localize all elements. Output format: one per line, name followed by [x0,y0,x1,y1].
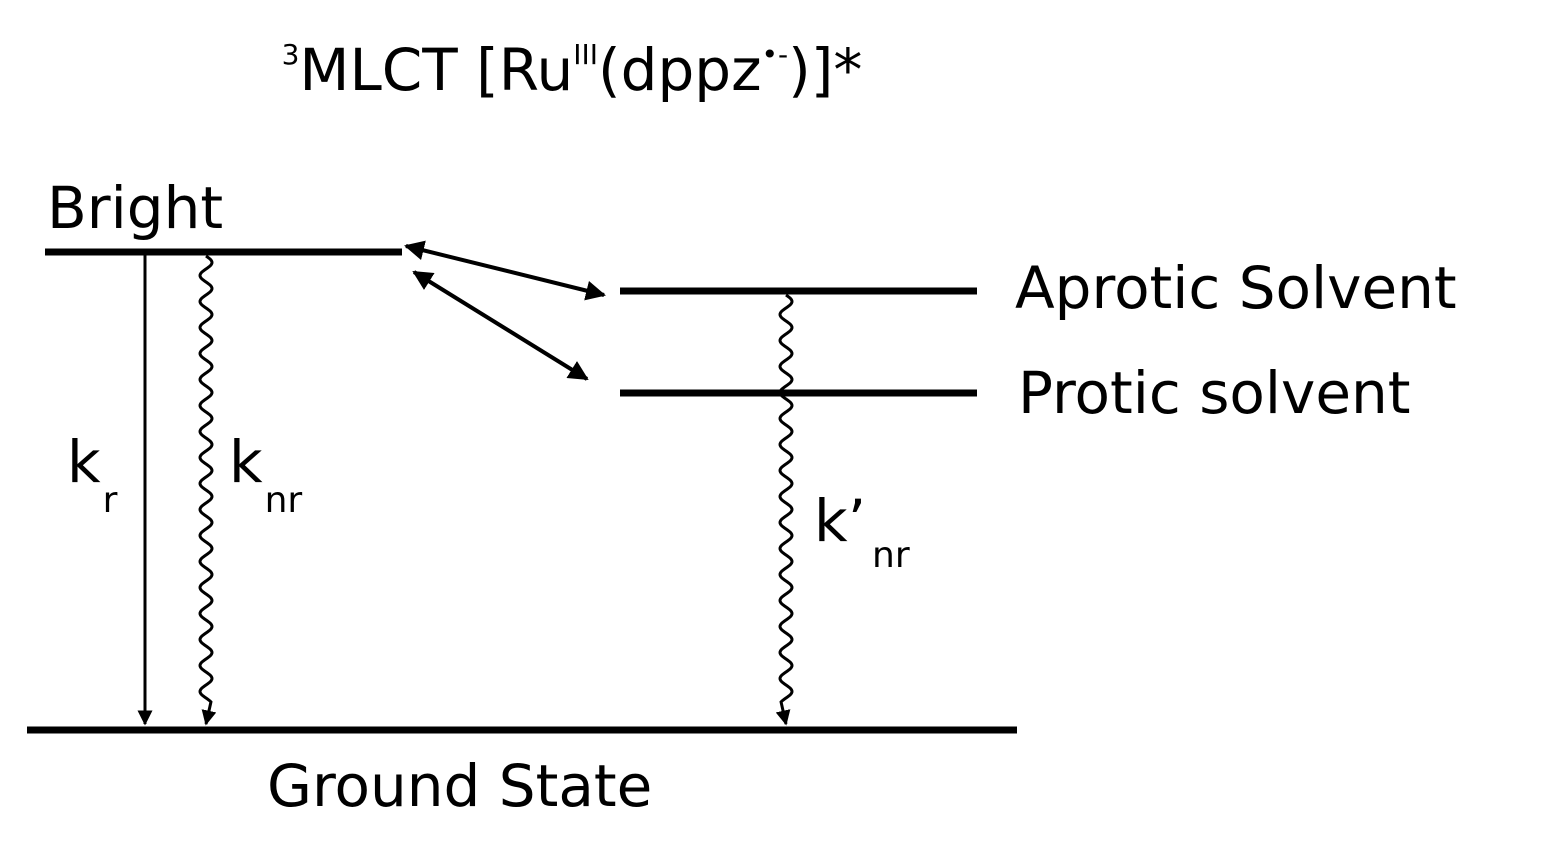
aprotic-label: Aprotic Solvent [1015,254,1457,322]
title-main-2: (dppz [598,36,762,104]
title-oxidation-superscript: III [573,38,598,71]
title-main-1: MLCT [Ru [299,36,573,104]
kr-label: kr [67,428,118,521]
title-radical-superscript: •- [762,38,789,71]
knr-label: knr [229,428,302,521]
bright-label: Bright [47,174,223,242]
protic-label: Protic solvent [1018,359,1411,427]
ground-label: Ground State [267,752,652,820]
nonradiative-decay-arrow [198,254,217,726]
diagram-title: 3MLCT [RuIII(dppz•-)]* [282,36,863,104]
title-pre-superscript: 3 [282,38,300,71]
bright-protic-equilibrium-arrow [412,270,589,381]
nonradiative-decay-arrow-dark [775,293,794,726]
kprime-nr-label: k’nr [814,487,910,576]
title-main-3: )]* [788,36,862,104]
